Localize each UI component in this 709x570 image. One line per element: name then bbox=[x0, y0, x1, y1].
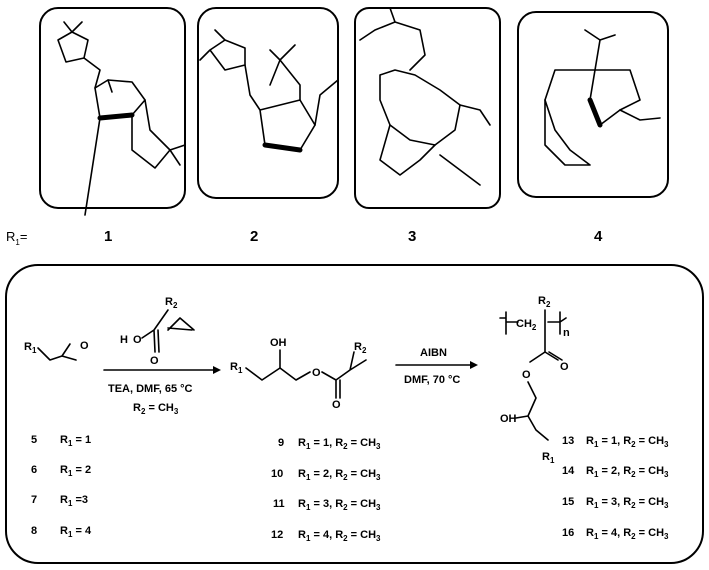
row-7: 7 R1 =3 bbox=[31, 494, 88, 508]
svg-text:9: 9 bbox=[278, 437, 284, 449]
row-13: 13 R1 = 1, R2 = CH3 bbox=[562, 435, 669, 449]
hydroxy-methacrylate-structure: R1 OH O O R2 bbox=[230, 337, 367, 411]
svg-text:12: 12 bbox=[271, 529, 283, 541]
arrow-step1-head bbox=[213, 366, 221, 374]
structure-4-box bbox=[517, 11, 669, 198]
svg-text:R1 = 1, R2 = CH3: R1 = 1, R2 = CH3 bbox=[298, 437, 381, 451]
structure-number-4: 4 bbox=[594, 228, 603, 245]
svg-text:R1: R1 bbox=[24, 341, 37, 355]
svg-text:15: 15 bbox=[562, 496, 574, 508]
step2-conditions: DMF, 70 °C bbox=[404, 374, 460, 386]
svg-text:R1 = 4: R1 = 4 bbox=[60, 525, 92, 539]
svg-text:CH2: CH2 bbox=[516, 318, 537, 332]
svg-text:R1 = 4, R2 = CH3: R1 = 4, R2 = CH3 bbox=[586, 527, 669, 541]
svg-text:5: 5 bbox=[31, 434, 37, 446]
svg-text:16: 16 bbox=[562, 527, 574, 539]
svg-text:O: O bbox=[522, 369, 531, 381]
step1-conditions: TEA, DMF, 65 °C bbox=[108, 383, 193, 395]
svg-text:R1 = 1, R2 = CH3: R1 = 1, R2 = CH3 bbox=[586, 435, 669, 449]
row-16: 16 R1 = 4, R2 = CH3 bbox=[562, 527, 669, 541]
structure-2-box bbox=[197, 7, 339, 199]
table-col3: 13 R1 = 1, R2 = CH3 14 R1 = 2, R2 = CH3 15… bbox=[562, 435, 669, 541]
svg-text:O: O bbox=[560, 361, 569, 373]
structure-number-3: 3 bbox=[408, 228, 416, 245]
methacrylic-acid-structure: R2 H O O bbox=[120, 296, 195, 367]
svg-text:R1 =3: R1 =3 bbox=[60, 494, 88, 508]
row-5: 5 R1 = 1 bbox=[31, 434, 91, 448]
row-12: 12 R1 = 4, R2 = CH3 bbox=[271, 529, 381, 543]
step1-r2-note: R2 = CH3 bbox=[133, 402, 179, 416]
svg-text:10: 10 bbox=[271, 468, 283, 480]
row-10: 10 R1 = 2, R2 = CH3 bbox=[271, 468, 381, 482]
svg-text:6: 6 bbox=[31, 464, 37, 476]
structure-number-1: 1 bbox=[104, 228, 112, 245]
structure-3-box bbox=[354, 7, 501, 209]
svg-text:13: 13 bbox=[562, 435, 574, 447]
svg-text:O: O bbox=[332, 399, 341, 411]
step2-reagent: AIBN bbox=[420, 347, 447, 359]
svg-text:R1 = 1: R1 = 1 bbox=[60, 434, 91, 448]
row-11: 11 R1 = 3, R2 = CH3 bbox=[273, 498, 381, 512]
svg-text:R1: R1 bbox=[230, 361, 243, 375]
svg-text:O: O bbox=[150, 355, 159, 367]
row-8: 8 R1 = 4 bbox=[31, 525, 92, 539]
svg-text:H: H bbox=[120, 334, 128, 346]
r1-equals-label: R1= bbox=[6, 229, 27, 247]
svg-text:14: 14 bbox=[562, 465, 575, 477]
svg-text:R1 = 4, R2 = CH3: R1 = 4, R2 = CH3 bbox=[298, 529, 381, 543]
structure-number-2: 2 bbox=[250, 228, 258, 245]
svg-text:OH: OH bbox=[270, 337, 287, 349]
svg-text:R1 = 3, R2 = CH3: R1 = 3, R2 = CH3 bbox=[586, 496, 669, 510]
svg-text:R2: R2 bbox=[538, 295, 551, 309]
polymer-structure: R2 CH2 n O O OH R1 bbox=[499, 295, 570, 465]
svg-text:R2: R2 bbox=[165, 296, 178, 310]
row-15: 15 R1 = 3, R2 = CH3 bbox=[562, 496, 669, 510]
arrow-step2-head bbox=[470, 361, 478, 369]
svg-text:OH: OH bbox=[500, 413, 517, 425]
table-col1: 5 R1 = 1 6 R1 = 2 7 R1 =3 8 R1 = 4 bbox=[31, 434, 92, 539]
svg-text:7: 7 bbox=[31, 494, 37, 506]
svg-text:O: O bbox=[133, 334, 142, 346]
row-6: 6 R1 = 2 bbox=[31, 464, 91, 478]
svg-text:R2: R2 bbox=[354, 341, 367, 355]
svg-text:O: O bbox=[80, 340, 89, 352]
svg-text:R1: R1 bbox=[542, 451, 555, 465]
svg-text:11: 11 bbox=[273, 498, 285, 510]
svg-text:8: 8 bbox=[31, 525, 37, 537]
svg-text:n: n bbox=[563, 327, 570, 339]
svg-text:R1 = 3, R2 = CH3: R1 = 3, R2 = CH3 bbox=[298, 498, 381, 512]
svg-text:R1 = 2, R2 = CH3: R1 = 2, R2 = CH3 bbox=[298, 468, 381, 482]
epoxide-structure: R1 O bbox=[24, 340, 89, 361]
row-14: 14 R1 = 2, R2 = CH3 bbox=[562, 465, 669, 479]
structure-1-box bbox=[39, 7, 186, 216]
svg-text:O: O bbox=[312, 367, 321, 379]
scheme-panel bbox=[5, 264, 704, 564]
row-9: 9 R1 = 1, R2 = CH3 bbox=[278, 437, 381, 451]
svg-text:R1 = 2, R2 = CH3: R1 = 2, R2 = CH3 bbox=[586, 465, 669, 479]
svg-text:R1 = 2: R1 = 2 bbox=[60, 464, 91, 478]
